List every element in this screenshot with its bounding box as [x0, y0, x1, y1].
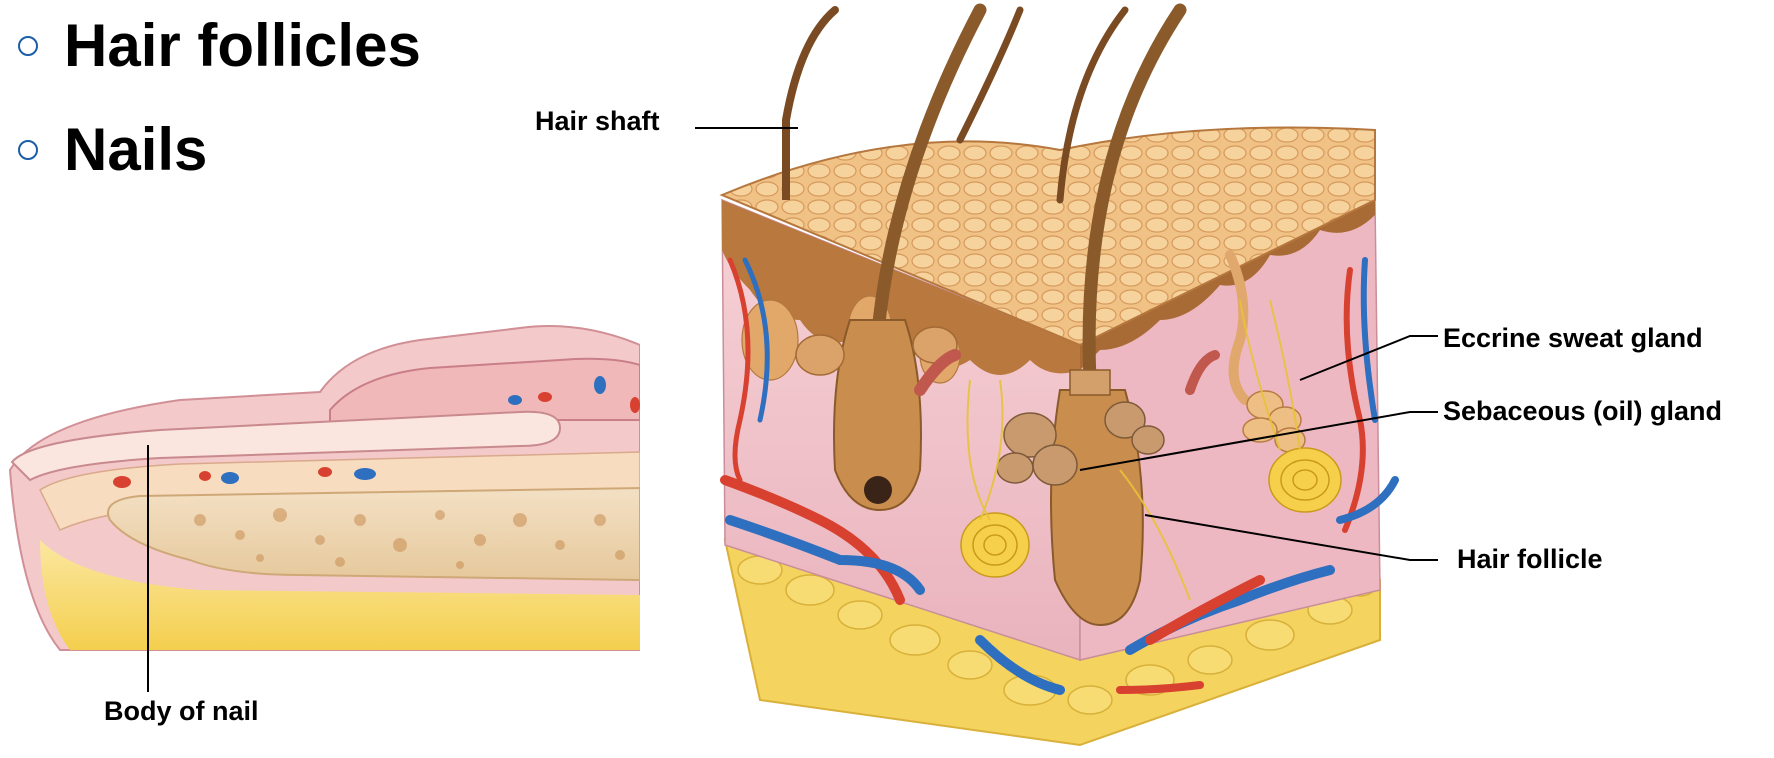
label-sebaceous-gland: Sebaceous (oil) gland — [1443, 398, 1722, 425]
skin-block — [722, 10, 1395, 745]
label-hair-shaft: Hair shaft — [535, 108, 660, 135]
label-eccrine-sweat-gland: Eccrine sweat gland — [1443, 325, 1703, 352]
label-body-of-nail: Body of nail — [104, 698, 259, 725]
label-hair-follicle: Hair follicle — [1457, 546, 1603, 573]
nail-cross-section — [10, 320, 660, 660]
hair-shaft-1 — [786, 10, 835, 120]
